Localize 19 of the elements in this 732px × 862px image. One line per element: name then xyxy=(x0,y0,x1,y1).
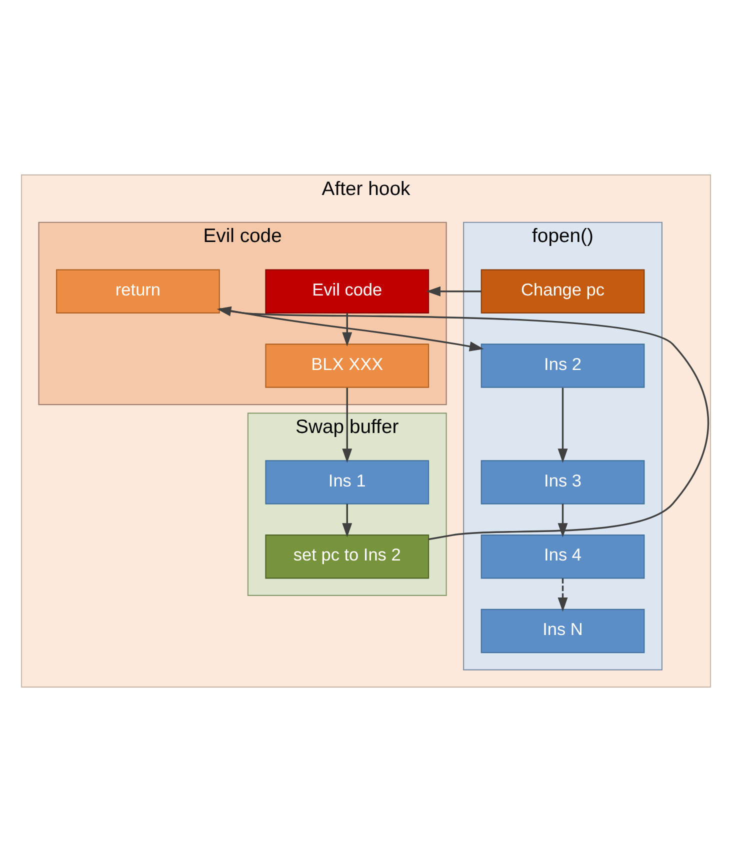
arrow xyxy=(426,286,482,296)
node-box: BLX XXX xyxy=(265,344,430,388)
node-box: Ins 1 xyxy=(265,460,430,504)
arrow xyxy=(342,504,352,538)
node-box: set pc to Ins 2 xyxy=(265,534,430,579)
node-box: Ins 2 xyxy=(480,344,645,388)
arrow xyxy=(219,308,484,352)
arrow xyxy=(558,578,568,612)
node-box: Change pc xyxy=(480,269,645,314)
node-box: Ins N xyxy=(480,608,645,654)
arrow xyxy=(558,388,568,463)
node-box: Ins 3 xyxy=(480,460,645,504)
arrow xyxy=(216,306,710,540)
arrow xyxy=(342,388,352,463)
node-box: return xyxy=(56,269,220,314)
node-box: Ins 4 xyxy=(480,534,645,579)
node-box: Evil code xyxy=(265,269,430,314)
arrow xyxy=(558,504,568,538)
arrow xyxy=(342,312,352,346)
